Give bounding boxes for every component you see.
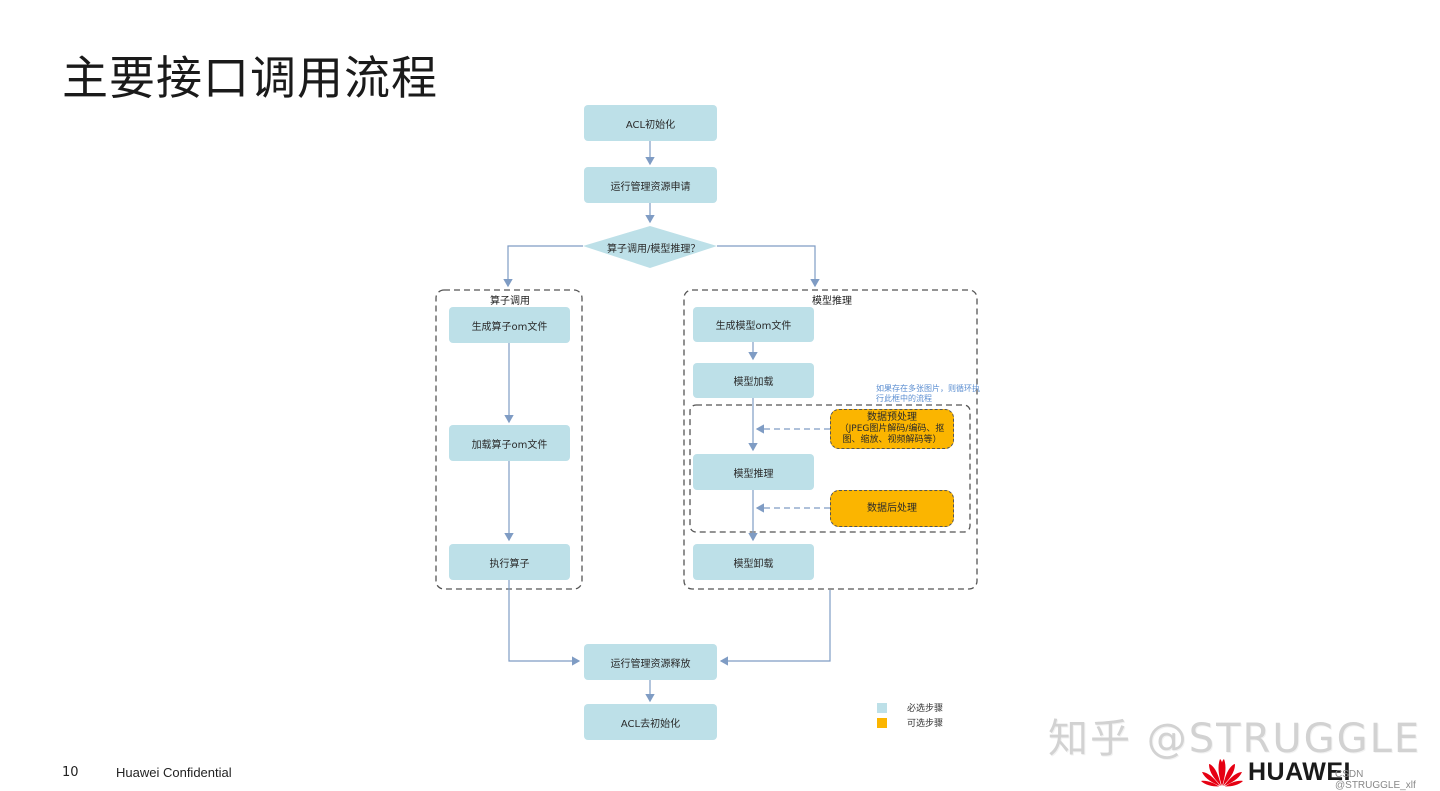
model-group-box [683, 289, 978, 590]
huawei-flower-icon [1201, 759, 1243, 787]
model-inference-step: 模型推理 [693, 454, 814, 490]
csdn-credit: CSDN @STRUGGLE_xlf [1335, 769, 1416, 791]
legend-required-label: 必选步骤 [907, 704, 944, 714]
acl-deinit-step: ACL去初始化 [584, 704, 717, 740]
zhihu-watermark: 知乎 @STRUGGLE [1048, 716, 1422, 762]
postprocess-optional-step: 数据后处理 [830, 490, 954, 527]
model-group-label: 模型推理 [812, 296, 852, 307]
preprocess-title: 数据预处理 [867, 412, 917, 423]
legend-optional-label: 可选步骤 [907, 719, 944, 729]
preprocess-detail: （JPEG图片解码/编码、抠图、缩放、视频解码等） [839, 424, 945, 445]
loop-note: 如果存在多张图片，则循环执行此框中的流程 [876, 384, 980, 403]
generate-model-om-step: 生成模型om文件 [693, 307, 814, 342]
decision-label: 算子调用/模型推理？ [607, 244, 701, 255]
legend-optional-swatch [877, 717, 887, 728]
generate-operator-om-step: 生成算子om文件 [449, 307, 570, 343]
legend-required-swatch [877, 702, 887, 713]
legend-required: 必选步骤 [877, 701, 943, 714]
operator-group-label: 算子调用 [490, 296, 530, 307]
acl-init-step: ACL初始化 [584, 105, 717, 141]
page-number: 10 [62, 765, 79, 780]
resource-apply-step: 运行管理资源申请 [584, 167, 717, 203]
load-operator-om-step: 加载算子om文件 [449, 425, 570, 461]
huawei-logo-text: HUAWEI [1248, 757, 1351, 786]
model-unload-step: 模型卸载 [693, 544, 814, 580]
slide-title: 主要接口调用流程 [62, 51, 438, 105]
model-load-step: 模型加载 [693, 363, 814, 398]
loop-box [689, 404, 971, 533]
resource-release-step: 运行管理资源释放 [584, 644, 717, 680]
preprocess-optional-step: 数据预处理 （JPEG图片解码/编码、抠图、缩放、视频解码等） [830, 409, 954, 449]
decision-diamond [583, 226, 717, 268]
legend-optional: 可选步骤 [877, 716, 943, 729]
confidential-label: Huawei Confidential [116, 765, 232, 780]
execute-operator-step: 执行算子 [449, 544, 570, 580]
huawei-logo: HUAWEI [1200, 757, 1351, 787]
